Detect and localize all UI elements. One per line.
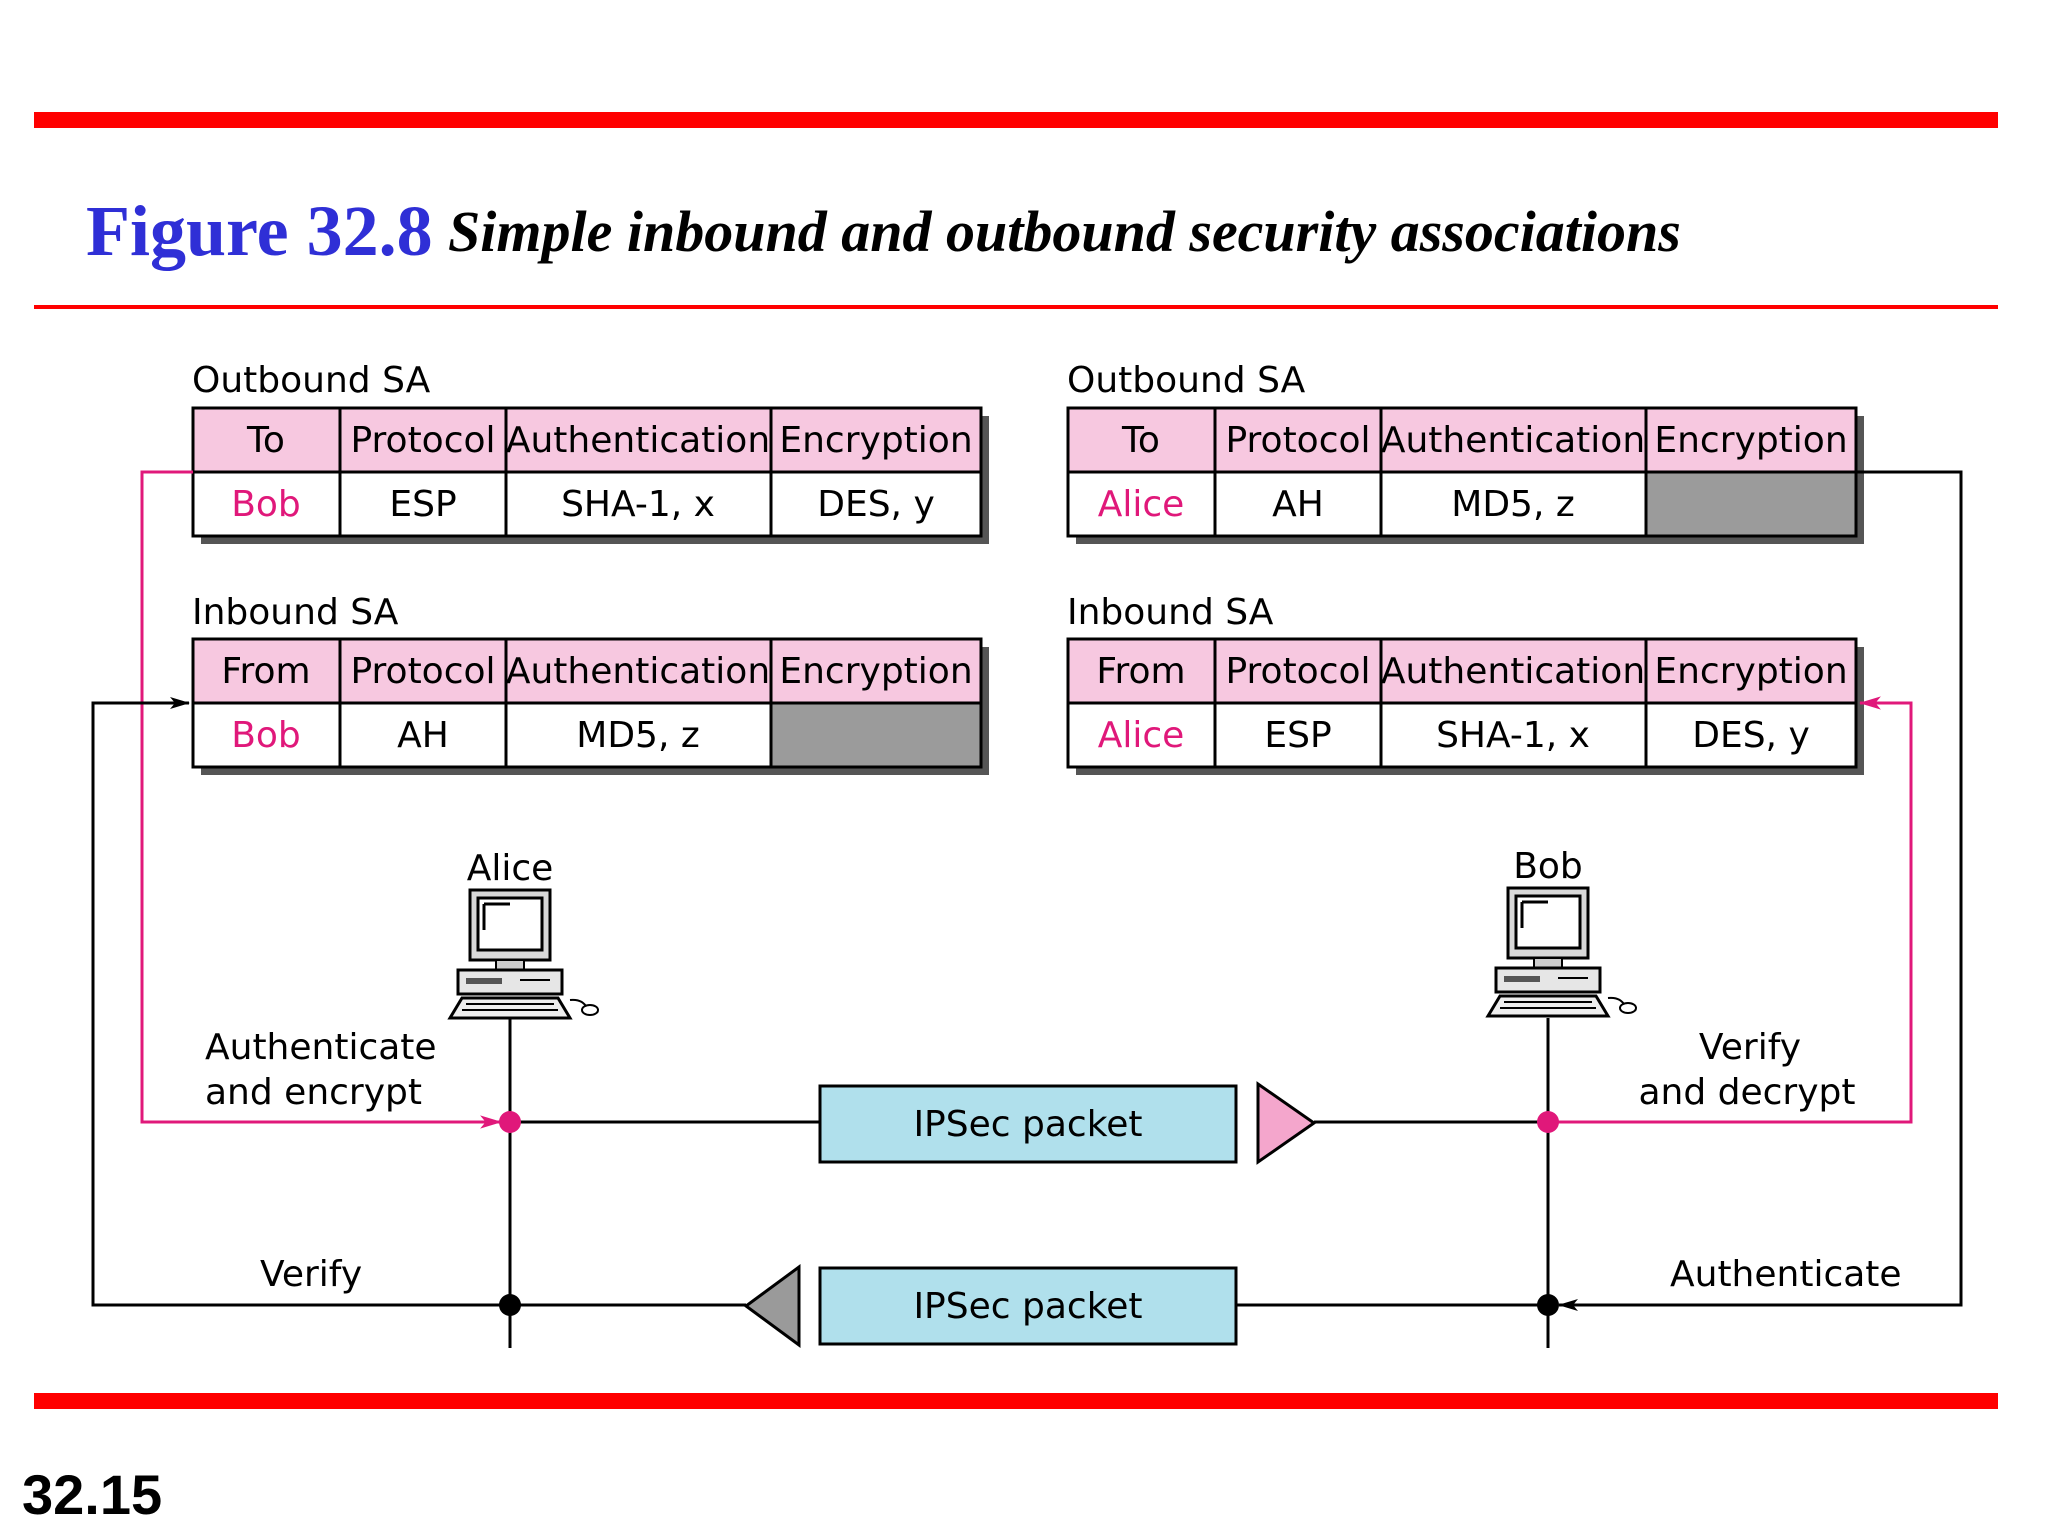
ipsec-packet-top-label: IPSec packet	[913, 1104, 1142, 1145]
header-protocol: Protocol	[350, 651, 495, 692]
ipsec-packet-bottom	[818, 1266, 1238, 1346]
verify-and-decrypt-label-line2: and decrypt	[1638, 1072, 1855, 1113]
top-red-rule	[34, 112, 1998, 128]
junction-dot	[499, 1294, 521, 1316]
alice-outbound-flow-line	[140, 470, 503, 1129]
bob-inbound-flow-line	[1548, 696, 1913, 1124]
bob-computer-icon	[1485, 886, 1637, 1018]
header-from: From	[221, 651, 310, 692]
cell-protocol: AH	[1272, 484, 1324, 525]
header-protocol: Protocol	[1225, 420, 1370, 461]
bob-inbound-sa-label: Inbound SA	[1067, 592, 1274, 633]
bob-outbound-sa-label: Outbound SA	[1067, 360, 1306, 401]
ipsec-packet-bottom-label: IPSec packet	[913, 1286, 1142, 1327]
cell-protocol: AH	[397, 715, 449, 756]
authenticate-label: Authenticate	[1670, 1254, 1902, 1295]
bob-outbound-sa: Outbound SA To Protocol Authentication E…	[1066, 360, 1864, 544]
header-authentication: Authentication	[1381, 420, 1645, 461]
alice-outbound-sa-label: Outbound SA	[192, 360, 431, 401]
cell-to: Bob	[231, 484, 301, 525]
header-authentication: Authentication	[506, 651, 770, 692]
header-authentication: Authentication	[506, 420, 770, 461]
header-encryption: Encryption	[1654, 651, 1847, 692]
alice-inbound-sa-label: Inbound SA	[192, 592, 399, 633]
figure-caption: Simple inbound and outbound security ass…	[448, 199, 1681, 264]
verify-and-decrypt-label-line1: Verify	[1699, 1027, 1801, 1068]
cell-from: Alice	[1098, 715, 1185, 756]
bottom-red-rule	[34, 1393, 1998, 1409]
cell-from: Bob	[231, 715, 301, 756]
header-to: To	[1121, 420, 1160, 461]
verify-label: Verify	[260, 1254, 362, 1295]
cell-authentication: SHA-1, x	[1436, 715, 1590, 756]
header-authentication: Authentication	[1381, 651, 1645, 692]
empty-encryption-cell	[1644, 470, 1858, 538]
title-red-rule	[34, 305, 1998, 309]
empty-encryption-cell	[769, 701, 983, 769]
cell-authentication: MD5, z	[576, 715, 699, 756]
header-encryption: Encryption	[779, 651, 972, 692]
header-protocol: Protocol	[350, 420, 495, 461]
cell-to: Alice	[1098, 484, 1185, 525]
alice-computer-icon	[447, 888, 599, 1020]
cell-authentication: MD5, z	[1451, 484, 1574, 525]
cell-protocol: ESP	[1264, 715, 1331, 756]
junction-dot	[1537, 1111, 1559, 1133]
header-protocol: Protocol	[1225, 651, 1370, 692]
bob-inbound-sa: Inbound SA From Protocol Authentication …	[1066, 592, 1864, 775]
header-encryption: Encryption	[779, 420, 972, 461]
junction-dot	[1537, 1294, 1559, 1316]
bob-host-label: Bob	[1513, 846, 1583, 887]
authenticate-and-encrypt-label-line1: Authenticate	[205, 1027, 437, 1068]
header-to: To	[246, 420, 285, 461]
cell-encryption: DES, y	[1692, 715, 1810, 756]
cell-authentication: SHA-1, x	[561, 484, 715, 525]
bob-outbound-flow-line	[1558, 470, 1963, 1311]
alice-inbound-flow-line	[91, 697, 510, 1307]
authenticate-and-encrypt-label-line2: and encrypt	[205, 1072, 422, 1113]
alice-outbound-sa: Outbound SA To Protocol Authentication E…	[191, 360, 989, 544]
junction-dot	[499, 1111, 521, 1133]
cell-protocol: ESP	[389, 484, 456, 525]
figure-number: Figure 32.8	[86, 191, 433, 271]
alice-host-label: Alice	[467, 848, 554, 889]
header-from: From	[1096, 651, 1185, 692]
alice-inbound-sa: Inbound SA From Protocol Authentication …	[191, 592, 989, 775]
cell-encryption: DES, y	[817, 484, 935, 525]
header-encryption: Encryption	[1654, 420, 1847, 461]
direction-triangle-right	[1256, 1081, 1317, 1165]
slide-number: 32.15	[22, 1463, 163, 1526]
direction-triangle-left	[743, 1264, 801, 1348]
ipsec-packet-top	[818, 1084, 1238, 1164]
